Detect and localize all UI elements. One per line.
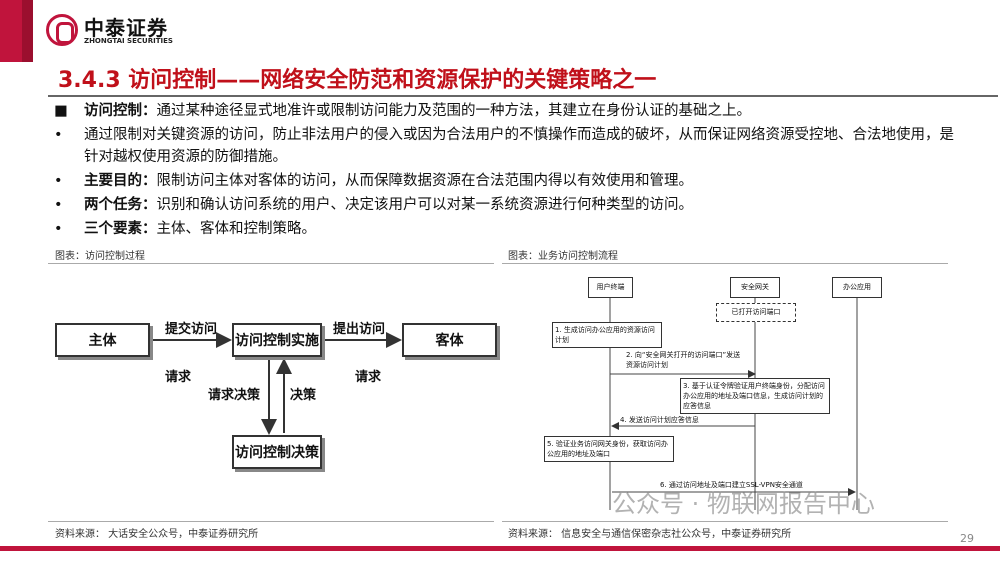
step-6: 6. 通过访问地址及端口建立SSL-VPN安全通道: [660, 481, 803, 489]
subject-box: 主体: [55, 323, 150, 357]
caption-divider: [502, 263, 948, 264]
bullet-text: 限制访问主体对客体的访问，从而保障数据资源在合法范围内得以有效使用和管理。: [156, 173, 694, 189]
bullet-text: 识别和确认访问系统的用户、决定该用户可以对某一系统资源进行何种类型的访问。: [156, 197, 694, 213]
footer-bar: [0, 546, 1000, 551]
label-request: 请求: [165, 370, 192, 385]
step-5: 5. 验证业务访问网关身份，获取访问办公应用的地址及端口: [544, 436, 674, 462]
bullet-bold: 两个任务：: [84, 197, 157, 213]
bullet-text: 通过某种途径显式地准许或限制访问能力及范围的一种方法，其建立在身份认证的基础之上…: [156, 103, 752, 119]
left-source: 资料来源： 大话安全公众号，中泰证券研究所: [55, 529, 259, 540]
source-divider: [48, 521, 494, 522]
label-submit: 提交访问: [165, 322, 218, 337]
object-box: 客体: [402, 323, 497, 357]
bullet-bold: 主要目的：: [84, 173, 157, 189]
header-accent: [0, 0, 22, 62]
caption-divider: [48, 263, 494, 264]
source-divider: [502, 521, 948, 522]
bullet-bold: 访问控制：: [84, 103, 157, 119]
enforcement-box: 访问控制实施: [232, 323, 322, 357]
left-figure-caption: 图表：访问控制过程: [55, 251, 145, 262]
bullet-bold: 三个要素：: [84, 221, 157, 237]
title-divider: [48, 95, 998, 97]
bullet-marker: •: [54, 173, 63, 189]
bullet-item: • 两个任务：识别和确认访问系统的用户、决定该用户可以对某一系统资源进行何种类型的…: [54, 194, 968, 216]
label-issue: 提出访问: [333, 322, 386, 337]
open-port-box: 已打开访问端口: [716, 303, 796, 322]
bullet-marker: •: [54, 197, 63, 213]
label-request: 请求: [355, 370, 382, 385]
decision-box: 访问控制决策: [232, 435, 322, 469]
bullet-marker: •: [54, 221, 63, 237]
right-source: 资料来源： 信息安全与通信保密杂志社公众号，中泰证券研究所: [508, 529, 792, 540]
lane-security-gateway: 安全网关: [730, 277, 780, 298]
bullet-marker: ■: [54, 103, 68, 119]
brand-name: 中泰证券: [84, 16, 168, 40]
bullet-item: • 通过限制对关键资源的访问，防止非法用户的侵入或因为合法用户的不慎操作而造成的破…: [54, 124, 968, 168]
watermark: 公众号 · 物联网报告中心: [612, 490, 875, 518]
step-1: 1. 生成访问办公应用的资源访问计划: [552, 322, 662, 348]
bullet-item: • 主要目的：限制访问主体对客体的访问，从而保障数据资源在合法范围内得以有效使用和…: [54, 170, 968, 192]
step-3: 3. 基于认证令牌验证用户终端身份，分配访问办公应用的地址及端口信息，生成访问计…: [680, 378, 830, 414]
page-number: 29: [960, 532, 974, 545]
bullet-text: 主体、客体和控制策略。: [156, 221, 317, 237]
label-request-decision: 请求决策: [208, 388, 261, 403]
brand-logo-icon: [46, 14, 78, 46]
bullet-marker: •: [54, 127, 63, 143]
label-decision: 决策: [290, 388, 317, 403]
bullet-text: 通过限制对关键资源的访问，防止非法用户的侵入或因为合法用户的不慎操作而造成的破坏…: [84, 127, 954, 165]
step-2: 2. 向“安全网关打开的访问端口”发送资源访问计划: [626, 351, 741, 369]
bullet-item: • 三个要素：主体、客体和控制策略。: [54, 218, 968, 240]
brand-name-en: ZHONGTAI SECURITIES: [84, 37, 173, 45]
right-figure-caption: 图表：业务访问控制流程: [508, 251, 618, 262]
page-title: 3.4.3 访问控制——网络安全防范和资源保护的关键策略之一: [58, 68, 657, 93]
header-accent-dark: [22, 0, 33, 62]
step-4: 4. 发送访问计划应答信息: [620, 416, 699, 424]
lane-user-terminal: 用户终端: [588, 277, 633, 298]
lane-office-app: 办公应用: [832, 277, 882, 298]
bullet-item: ■ 访问控制：通过某种途径显式地准许或限制访问能力及范围的一种方法，其建立在身份认…: [54, 100, 968, 122]
